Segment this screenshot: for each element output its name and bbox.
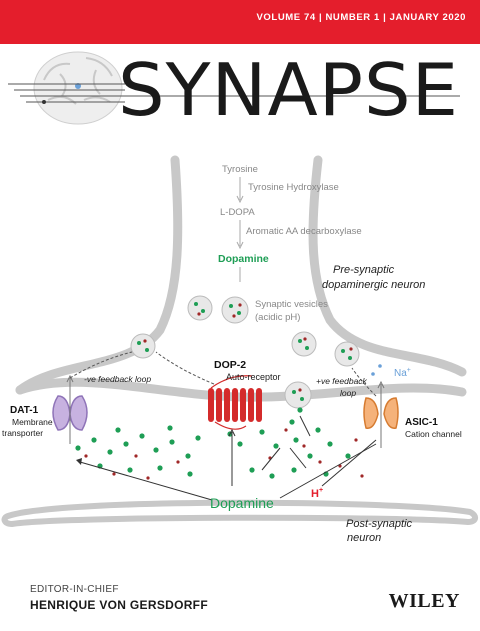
header-red-band: [0, 0, 480, 44]
dat1-arrowhead: [66, 374, 74, 383]
dopamine-to-asic-arrow: [279, 443, 377, 499]
editor-name: HENRIQUE VON GERSDORFF: [30, 598, 208, 612]
pathway-tyrosine: Tyrosine: [222, 164, 258, 175]
dop2-desc: Auto-receptor: [226, 372, 281, 382]
dat1-desc-2: transporter: [2, 428, 43, 438]
pathway-enzyme1: Tyrosine Hydroxylase: [248, 182, 339, 193]
neg-feedback-label: -ve feedback loop: [84, 374, 151, 384]
pos-feedback-label-1: +ve feedback: [316, 376, 368, 386]
presynaptic-label-2: dopaminergic neuron: [322, 279, 425, 291]
postsynaptic-label-1: Post-synaptic: [346, 518, 413, 530]
asic1-channel-icon: [363, 397, 399, 429]
sodium-dot: [371, 372, 375, 376]
dat1-transporter-icon: [52, 395, 88, 431]
dopamine-to-dat-arrow: [79, 461, 213, 501]
presynaptic-label-1: Pre-synaptic: [333, 264, 395, 276]
vesicles-label-2: (acidic pH): [255, 312, 300, 323]
proton-label: H+: [311, 487, 323, 500]
dop2-name: DOP-2: [214, 359, 246, 371]
dopamine-to-dat-arrowhead: [76, 458, 82, 465]
pathway-ldopa: L-DOPA: [220, 207, 255, 218]
brain-logo-icon: [8, 51, 125, 125]
pathway-dopamine: Dopamine: [218, 253, 269, 265]
journal-title: SYNAPSE: [118, 48, 460, 132]
pathway-arrowhead-1: [236, 195, 244, 204]
proton-to-asic-arrow: [321, 439, 377, 487]
issue-line: VOLUME 74 | NUMBER 1 | JANUARY 2020: [256, 12, 466, 23]
dat1-name: DAT-1: [10, 405, 39, 416]
postsynaptic-label-2: neuron: [347, 532, 381, 544]
neg-feedback-arrow-right: [155, 351, 215, 385]
presynaptic-membrane: [15, 155, 183, 395]
presynaptic-right-membrane: [308, 155, 467, 377]
diffusion-arrow-2: [289, 447, 307, 469]
postsynaptic-membrane: [1, 499, 478, 528]
asic1-name: ASIC-1: [405, 417, 438, 428]
sodium-dot: [378, 364, 382, 368]
dat1-desc-1: Membrane: [12, 417, 53, 427]
dop2-receptor-icon: [208, 375, 262, 430]
diffusion-arrow-1: [261, 447, 281, 471]
asic1-desc: Cation channel: [405, 429, 462, 439]
dopamine-bottom-label: Dopamine: [210, 495, 274, 511]
synaptic-vesicles: [130, 295, 360, 409]
dopamine-molecules: [75, 407, 351, 479]
pos-feedback-label-2: loop: [340, 388, 356, 398]
vesicle-contents: [137, 302, 353, 401]
sodium-ion: Na+: [394, 367, 411, 379]
proton-dots: [84, 428, 364, 480]
editor-role: EDITOR-IN-CHIEF: [30, 584, 119, 595]
asic1-arrowhead: [377, 380, 385, 389]
neg-feedback-arrow-left: [69, 351, 133, 379]
diffusion-arrow-3: [299, 415, 311, 437]
pathway-arrowhead-2: [236, 241, 244, 250]
pos-feedback-arrow: [351, 367, 377, 397]
vesicles-label-1: Synaptic vesicles: [255, 299, 328, 310]
pathway-enzyme2: Aromatic AA decarboxylase: [246, 226, 362, 237]
publisher-logo: WILEY: [388, 590, 460, 612]
dopamine-to-dop2-arrowhead: [228, 428, 236, 437]
